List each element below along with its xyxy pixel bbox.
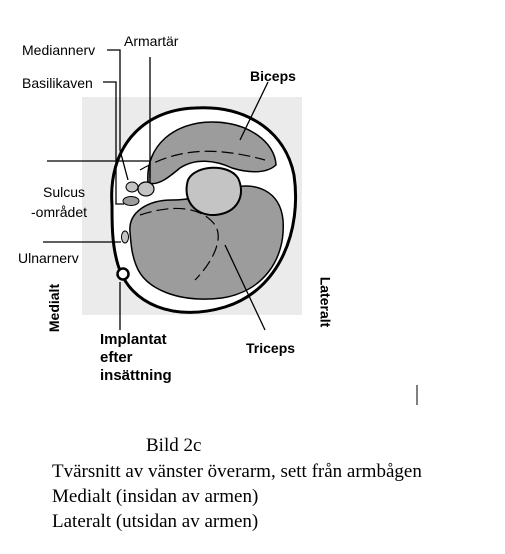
- muscle-separation-line: [139, 150, 266, 171]
- label-ulnarnerv: Ulnarnerv: [18, 250, 79, 266]
- leader-sulcus: [47, 160, 151, 183]
- label-implantat-1: Implantat: [100, 331, 167, 348]
- label-implantat-3: insättning: [100, 367, 172, 384]
- implant-ring: [116, 267, 130, 281]
- caption-line-2: Medialt (insidan av armen): [52, 486, 259, 507]
- label-basilikaven: Basilikaven: [22, 75, 93, 91]
- label-mediannerv: Mediannerv: [22, 42, 96, 58]
- label-lateralt: Lateralt: [317, 276, 334, 328]
- leader-triceps: [224, 244, 266, 331]
- leader-mediannerv: [107, 49, 129, 181]
- label-sulcus-1: Sulcus: [43, 184, 86, 200]
- brachial-artery: [137, 181, 155, 197]
- basilic-vein: [122, 196, 140, 206]
- leader-lines: [43, 49, 269, 331]
- caption-line-3: Lateralt (utsidan av armen): [52, 511, 259, 532]
- triceps-muscle: [129, 185, 284, 300]
- muscle-separation-line: [139, 207, 219, 281]
- label-medialt: Medialt: [46, 283, 63, 333]
- leader-biceps: [239, 81, 269, 141]
- biceps-muscle: [147, 121, 277, 185]
- label-implantat-2: efter: [100, 349, 133, 366]
- caption-line-1: Tvärsnitt av vänster överarm, sett från …: [52, 461, 422, 482]
- label-sulcus-2: -området: [31, 204, 88, 220]
- label-armartar: Armartär: [124, 33, 179, 49]
- ulnar-nerve: [121, 230, 129, 244]
- label-triceps: Triceps: [246, 340, 296, 356]
- leader-basilikaven: [103, 81, 124, 205]
- humerus-bone: [185, 166, 243, 217]
- label-biceps: Biceps: [250, 68, 296, 84]
- caption-title: Bild 2c: [146, 435, 202, 456]
- median-nerve: [125, 181, 139, 193]
